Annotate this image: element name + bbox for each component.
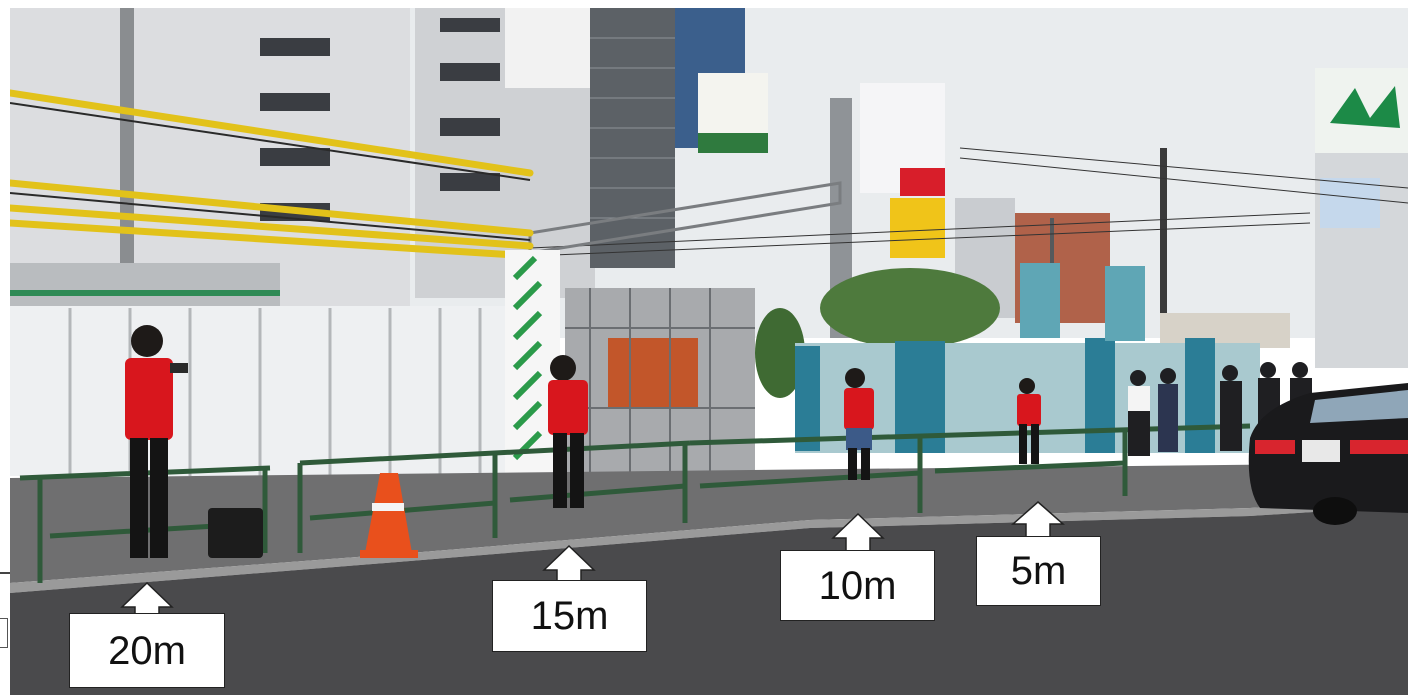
sidewalk (10, 463, 1408, 583)
edge-bracket (0, 618, 8, 648)
distance-label: 10m (780, 550, 935, 621)
building-left (10, 8, 410, 308)
trees (820, 268, 1000, 348)
distance-label: 15m (492, 580, 647, 652)
traffic-cone (365, 473, 412, 553)
sign-yellow (890, 198, 945, 258)
billboard-top (505, 8, 590, 88)
distance-marker-10m: 10m (780, 508, 935, 621)
fence-white (10, 306, 520, 476)
bag (208, 508, 263, 558)
distance-label: 20m (69, 613, 225, 688)
person-10m (844, 368, 874, 480)
distance-marker-15m: 15m (492, 540, 647, 652)
distance-marker-20m: 20m (69, 575, 225, 690)
person-20m (125, 325, 188, 558)
person-15m (548, 355, 588, 508)
distance-label: 5m (976, 536, 1101, 606)
distance-marker-5m: 5m (976, 496, 1101, 606)
train (10, 263, 280, 313)
taxi (1248, 383, 1408, 525)
person-5m (1017, 378, 1041, 464)
tower-glass (590, 8, 675, 268)
orange-container (608, 338, 698, 408)
edge-line (0, 572, 10, 574)
yellow-rails (10, 89, 534, 260)
